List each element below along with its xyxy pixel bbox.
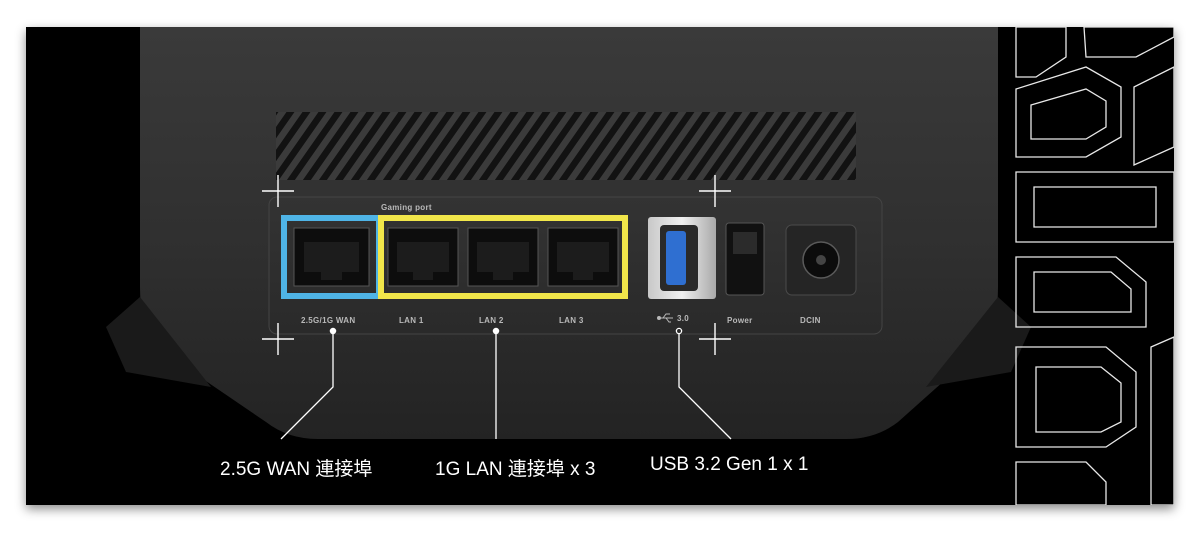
power-label: Power <box>727 316 753 325</box>
router-rear-photo <box>106 27 1174 505</box>
callout-lines <box>280 327 732 440</box>
usb-icon <box>657 313 673 323</box>
lan1-port-label: LAN 1 <box>399 316 424 325</box>
router-foot-left <box>106 297 211 387</box>
usb-callout: USB 3.2 Gen 1 x 1 <box>650 454 809 475</box>
lan3-port <box>547 227 619 287</box>
lan-highlight <box>378 215 628 299</box>
wan-callout: 2.5G WAN 連接埠 <box>220 459 373 480</box>
dcin-label: DCIN <box>800 316 821 325</box>
usb-port <box>648 217 716 299</box>
photo-frame: Gaming port 2.5G/1G WAN LAN 1 LAN 2 LAN … <box>26 27 1174 505</box>
router-foot-right <box>926 297 1031 387</box>
ventilation-grille <box>276 112 856 180</box>
lan2-port <box>467 227 539 287</box>
wan-port-label: 2.5G/1G WAN <box>301 316 356 325</box>
lan1-port <box>387 227 459 287</box>
usb-port-label: 3.0 <box>677 314 690 323</box>
power-switch <box>725 222 765 296</box>
gaming-port-label: Gaming port <box>381 203 432 212</box>
dcin-jack <box>785 224 857 296</box>
lan3-port-label: LAN 3 <box>559 316 584 325</box>
crosshair-icon <box>262 175 731 355</box>
lan2-port-label: LAN 2 <box>479 316 504 325</box>
rog-logo-outline <box>1015 27 1174 505</box>
lan-callout: 1G LAN 連接埠 x 3 <box>435 459 596 480</box>
wan-port <box>293 227 370 287</box>
